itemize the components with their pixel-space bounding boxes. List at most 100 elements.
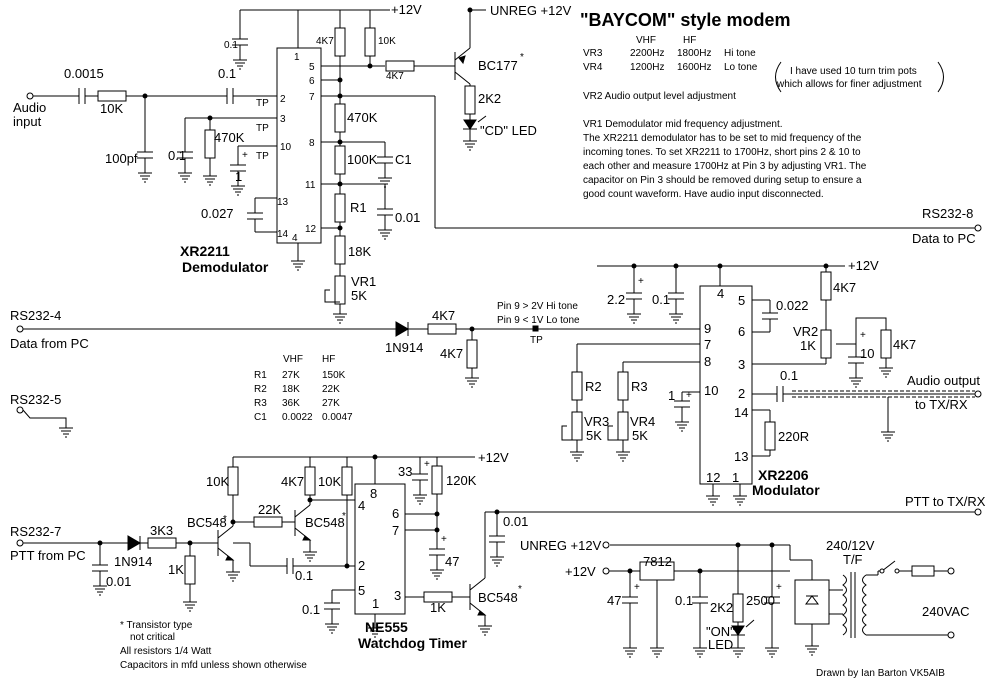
svg-text:+12V: +12V — [848, 258, 879, 273]
svg-text:10K: 10K — [318, 474, 341, 489]
svg-text:22K: 22K — [258, 502, 281, 517]
svg-text:1K: 1K — [430, 600, 446, 615]
svg-text:18K: 18K — [348, 244, 371, 259]
rs232-7-label: RS232-7 — [10, 524, 61, 539]
svg-text:0.0022: 0.0022 — [282, 412, 313, 423]
svg-text:+: + — [242, 150, 248, 161]
svg-text:* Transistor type: * Transistor type — [120, 620, 193, 631]
svg-text:47: 47 — [445, 554, 459, 569]
rs232-8-label: RS232-8 — [922, 206, 973, 221]
svg-text:1K: 1K — [800, 338, 816, 353]
svg-text:10K: 10K — [206, 474, 229, 489]
svg-text:12: 12 — [305, 224, 317, 235]
svg-text:1600Hz: 1600Hz — [677, 62, 711, 73]
svg-text:+12V: +12V — [391, 2, 422, 17]
svg-text:10: 10 — [860, 346, 874, 361]
svg-text:0.1: 0.1 — [295, 568, 313, 583]
svg-text:VHF: VHF — [636, 35, 656, 46]
svg-text:0.0015: 0.0015 — [64, 66, 104, 81]
svg-text:1200Hz: 1200Hz — [630, 62, 664, 73]
svg-text:Data from PC: Data from PC — [10, 336, 89, 351]
svg-text:8: 8 — [370, 486, 377, 501]
svg-text:Lo tone: Lo tone — [724, 62, 758, 73]
svg-text:Pin 9 > 2V Hi tone: Pin 9 > 2V Hi tone — [497, 301, 578, 312]
svg-text:"ON": "ON" — [706, 624, 735, 639]
svg-text:14: 14 — [277, 229, 289, 240]
svg-text:3K3: 3K3 — [150, 523, 173, 538]
xr2206-chip — [699, 285, 753, 485]
svg-text:VR3: VR3 — [584, 414, 609, 429]
svg-text:TP: TP — [530, 335, 543, 346]
svg-text:13: 13 — [277, 197, 289, 208]
svg-text:TP: TP — [256, 98, 269, 109]
svg-text:11: 11 — [305, 180, 316, 191]
svg-text:Pin 9 < 1V Lo tone: Pin 9 < 1V Lo tone — [497, 315, 580, 326]
svg-text:*: * — [518, 584, 522, 595]
svg-text:BC548: BC548 — [187, 515, 227, 530]
svg-text:incoming tones. To set XR2211: incoming tones. To set XR2211 to 1700Hz,… — [583, 147, 861, 158]
svg-text:4K7: 4K7 — [316, 36, 334, 47]
svg-text:47: 47 — [607, 593, 621, 608]
svg-text:VR1: VR1 — [351, 274, 376, 289]
svg-text:All resistors 1/4 Watt: All resistors 1/4 Watt — [120, 646, 212, 657]
svg-text:7: 7 — [309, 92, 315, 103]
svg-text:BC177: BC177 — [478, 58, 518, 73]
svg-text:4: 4 — [358, 498, 365, 513]
svg-text:10K: 10K — [100, 101, 123, 116]
data-from-pc-section: RS232-4 Data from PC 1N914 4K7 4K7 Pin 9… — [10, 301, 700, 438]
power-supply-section: UNREG +12V +12V 7812 + 47 0.1 2K2 "ON" L… — [520, 538, 969, 658]
svg-text:7812: 7812 — [643, 554, 672, 569]
svg-text:10: 10 — [280, 142, 292, 153]
svg-text:3: 3 — [280, 114, 286, 125]
svg-text:10K: 10K — [378, 36, 396, 47]
svg-text:Modulator: Modulator — [752, 482, 820, 498]
svg-text:36K: 36K — [282, 398, 300, 409]
svg-text:0.1: 0.1 — [168, 148, 186, 163]
svg-text:0.01: 0.01 — [106, 574, 131, 589]
diagram-title: "BAYCOM" style modem — [580, 10, 790, 30]
svg-text:0.0047: 0.0047 — [322, 412, 353, 423]
svg-text:Hi tone: Hi tone — [724, 48, 756, 59]
svg-text:VR4: VR4 — [630, 414, 655, 429]
svg-text:not critical: not critical — [130, 632, 175, 643]
svg-text:C1: C1 — [254, 412, 267, 423]
svg-text:4: 4 — [717, 286, 724, 301]
svg-text:5: 5 — [738, 293, 745, 308]
svg-text:10: 10 — [704, 383, 718, 398]
svg-text:120K: 120K — [446, 473, 477, 488]
svg-text:1: 1 — [235, 169, 242, 184]
svg-text:8: 8 — [704, 354, 711, 369]
watchdog-timer-section: +12V RS232-7 PTT from PC 0.01 1N914 3K3 … — [10, 450, 986, 651]
svg-text:2K2: 2K2 — [478, 91, 501, 106]
svg-text:4K7: 4K7 — [386, 71, 404, 82]
svg-text:100K: 100K — [347, 152, 378, 167]
svg-text:*: * — [223, 514, 227, 525]
svg-text:3: 3 — [738, 357, 745, 372]
svg-text:14: 14 — [734, 405, 748, 420]
component-value-table: VHF HF R1 27K 150K R2 18K 22K R3 36K 27K… — [254, 354, 353, 423]
svg-text:6: 6 — [309, 76, 315, 87]
svg-text:0.1: 0.1 — [652, 292, 670, 307]
svg-text:22K: 22K — [322, 384, 340, 395]
svg-text:VR2: VR2 — [793, 324, 818, 339]
svg-text:0.01: 0.01 — [395, 210, 420, 225]
credit: Drawn by Ian Barton VK5AIB — [816, 668, 945, 679]
svg-text:LED: LED — [708, 637, 733, 652]
svg-text:+: + — [424, 459, 430, 470]
svg-text:R2: R2 — [585, 379, 602, 394]
svg-text:R1: R1 — [350, 200, 367, 215]
svg-text:0.1: 0.1 — [218, 66, 236, 81]
svg-text:2: 2 — [280, 94, 286, 105]
svg-text:VHF: VHF — [283, 354, 303, 365]
svg-text:0.1: 0.1 — [780, 368, 798, 383]
svg-text:C1: C1 — [395, 152, 412, 167]
svg-text:3: 3 — [394, 588, 401, 603]
svg-text:BC548: BC548 — [305, 515, 345, 530]
svg-text:18K: 18K — [282, 384, 300, 395]
svg-text:to TX/RX: to TX/RX — [915, 397, 968, 412]
svg-text:5K: 5K — [586, 428, 602, 443]
svg-text:2500: 2500 — [746, 593, 775, 608]
svg-text:which allows for finer adjustm: which allows for finer adjustment — [776, 79, 922, 90]
svg-text:R3: R3 — [254, 398, 267, 409]
svg-text:Capacitors in mfd unless shown: Capacitors in mfd unless shown otherwise — [120, 660, 307, 671]
